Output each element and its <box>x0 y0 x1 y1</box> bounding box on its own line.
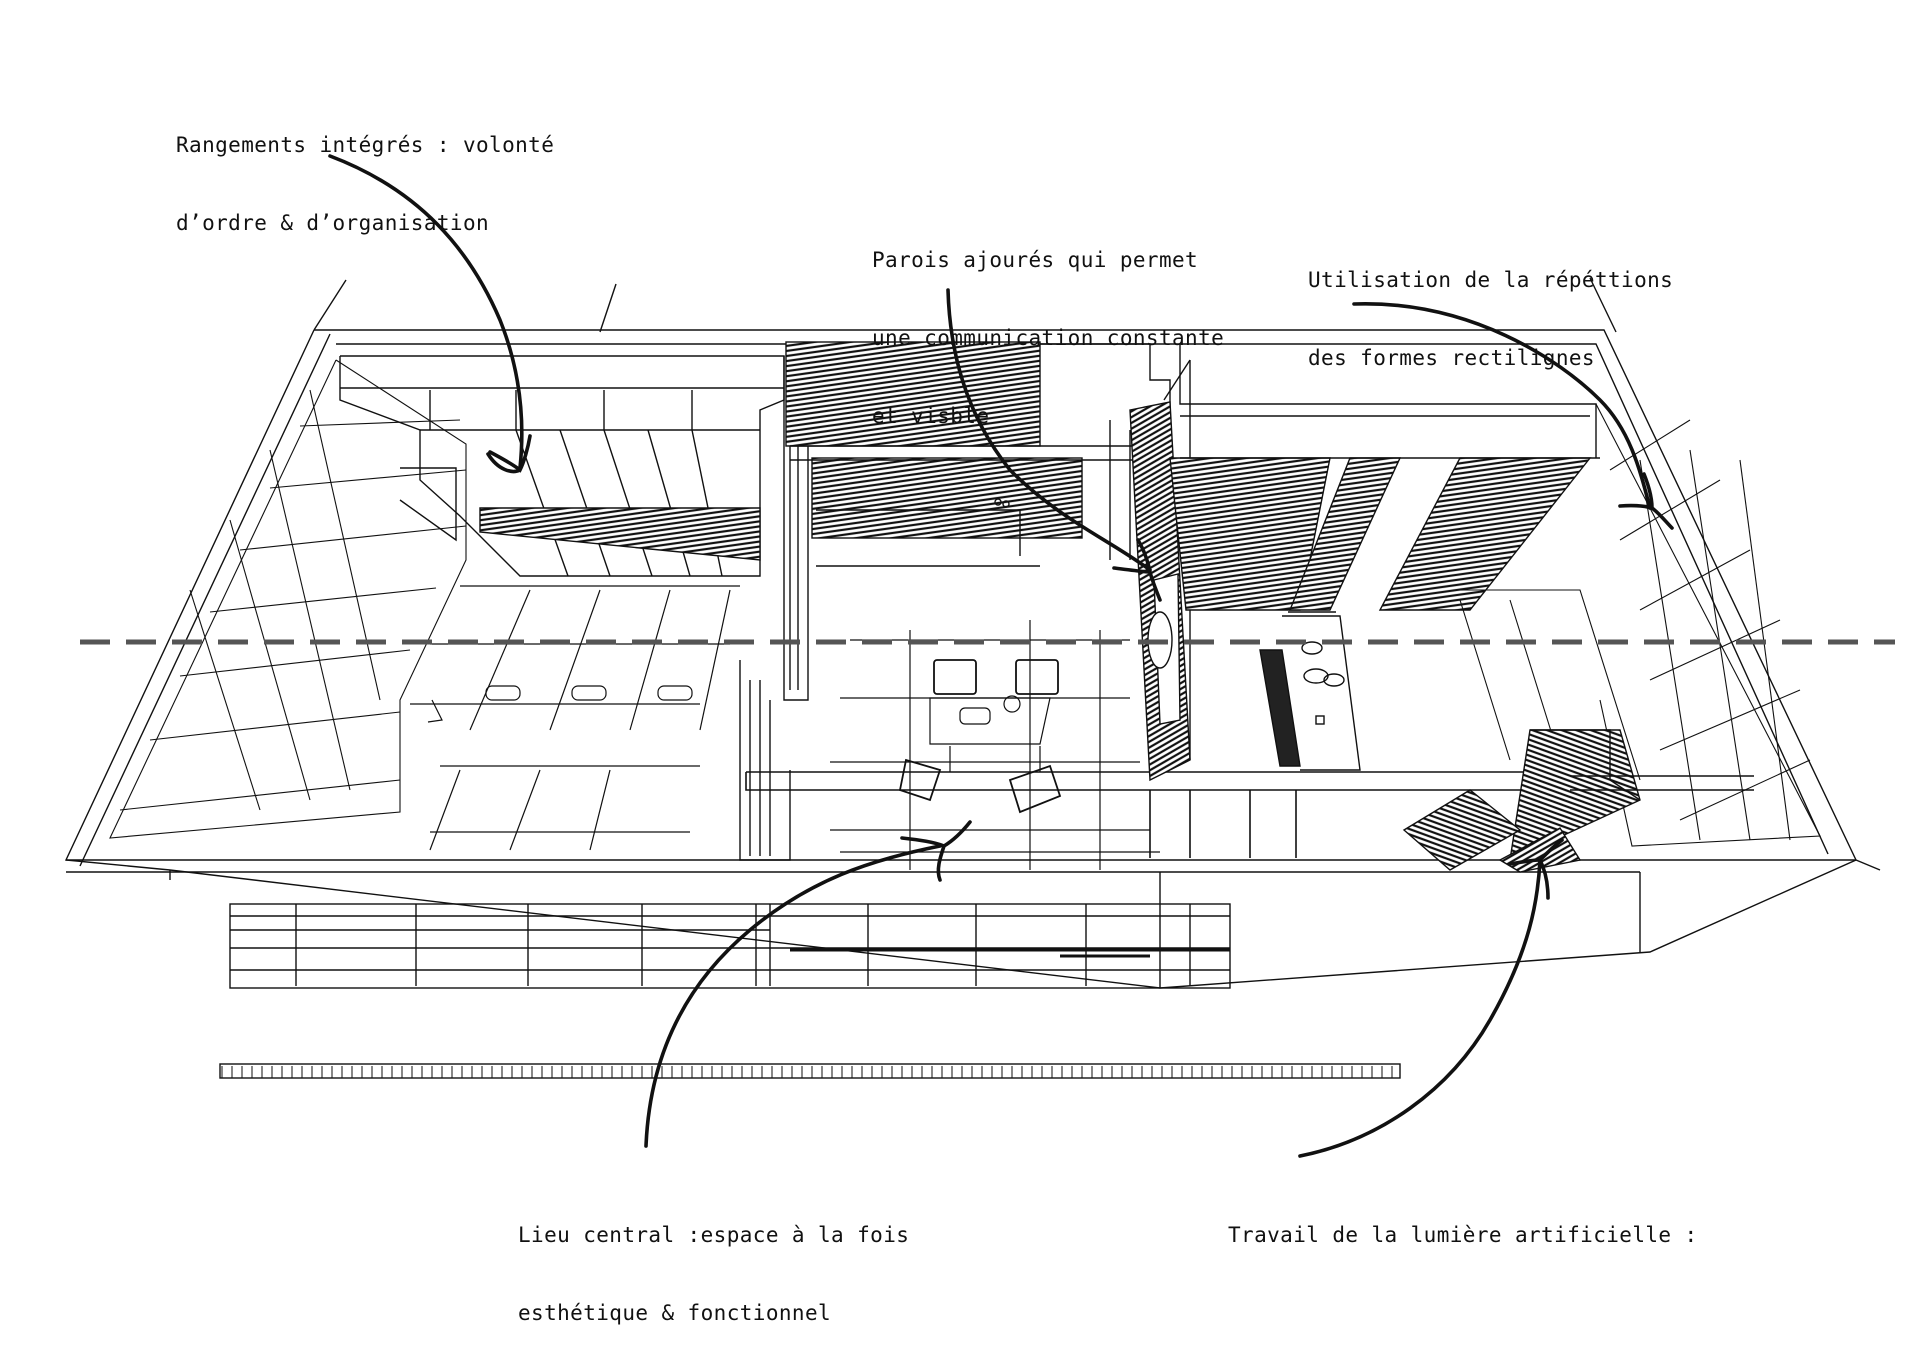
front-facade <box>229 903 1231 989</box>
axonometric-drawing <box>64 154 1895 1158</box>
annotation-repetition-line-2: des formes rectilignes <box>1308 346 1595 370</box>
central-dining <box>830 620 1160 870</box>
annotation-central-line-1: Lieu central :espace à la fois <box>518 1223 910 1247</box>
annotation-repetition: Utilisation de la répéttions des formes … <box>1308 215 1673 397</box>
kitchen-counter <box>1259 615 1361 771</box>
annotation-partition-line-3: et visble <box>872 404 990 428</box>
callout-arrow-repetition <box>1352 302 1652 510</box>
central-back-panel <box>785 341 1171 567</box>
annotation-storage-line-2: d’ordre & d’organisation <box>176 211 490 235</box>
annotation-storage-line-1: Rangements intégrés : volonté <box>176 133 555 157</box>
callout-arrow-central <box>644 844 942 1148</box>
integrated-storage <box>339 355 785 577</box>
annotation-central-line-2: esthétique & fonctionnel <box>518 1301 832 1325</box>
annotation-partition: Parois ajourés qui permet une communicat… <box>872 195 1224 455</box>
left-partition <box>739 356 809 861</box>
left-room-floor <box>410 585 740 851</box>
annotation-storage: Rangements intégrés : volonté d’ordre & … <box>176 80 554 262</box>
ground-strip <box>219 1063 1401 1079</box>
annotation-lighting: Travail de la lumière artificielle : <box>1228 1170 1698 1274</box>
right-hatched-panels <box>1169 344 1600 613</box>
left-wall-grid <box>109 359 467 839</box>
callout-arrow-storage <box>328 154 524 470</box>
arrow-head-repetition <box>1618 472 1674 530</box>
arrow-head-partition <box>1112 538 1162 602</box>
annotation-repetition-line-1: Utilisation de la répéttions <box>1308 268 1674 292</box>
arrow-head-central <box>900 820 972 882</box>
callout-arrow-partition <box>946 288 1152 572</box>
arrow-head-lighting <box>1508 838 1564 900</box>
annotation-central: Lieu central :espace à la fois esthétiqu… <box>518 1170 909 1352</box>
annotation-lighting-line-1: Travail de la lumière artificielle : <box>1228 1223 1698 1247</box>
annotation-partition-line-2: une communication constante <box>872 326 1225 350</box>
arrow-head-storage <box>486 434 532 474</box>
annotation-partition-line-1: Parois ajourés qui permet <box>872 248 1199 272</box>
light-fixture <box>1402 729 1754 873</box>
callout-arrow-lighting <box>1298 858 1542 1158</box>
